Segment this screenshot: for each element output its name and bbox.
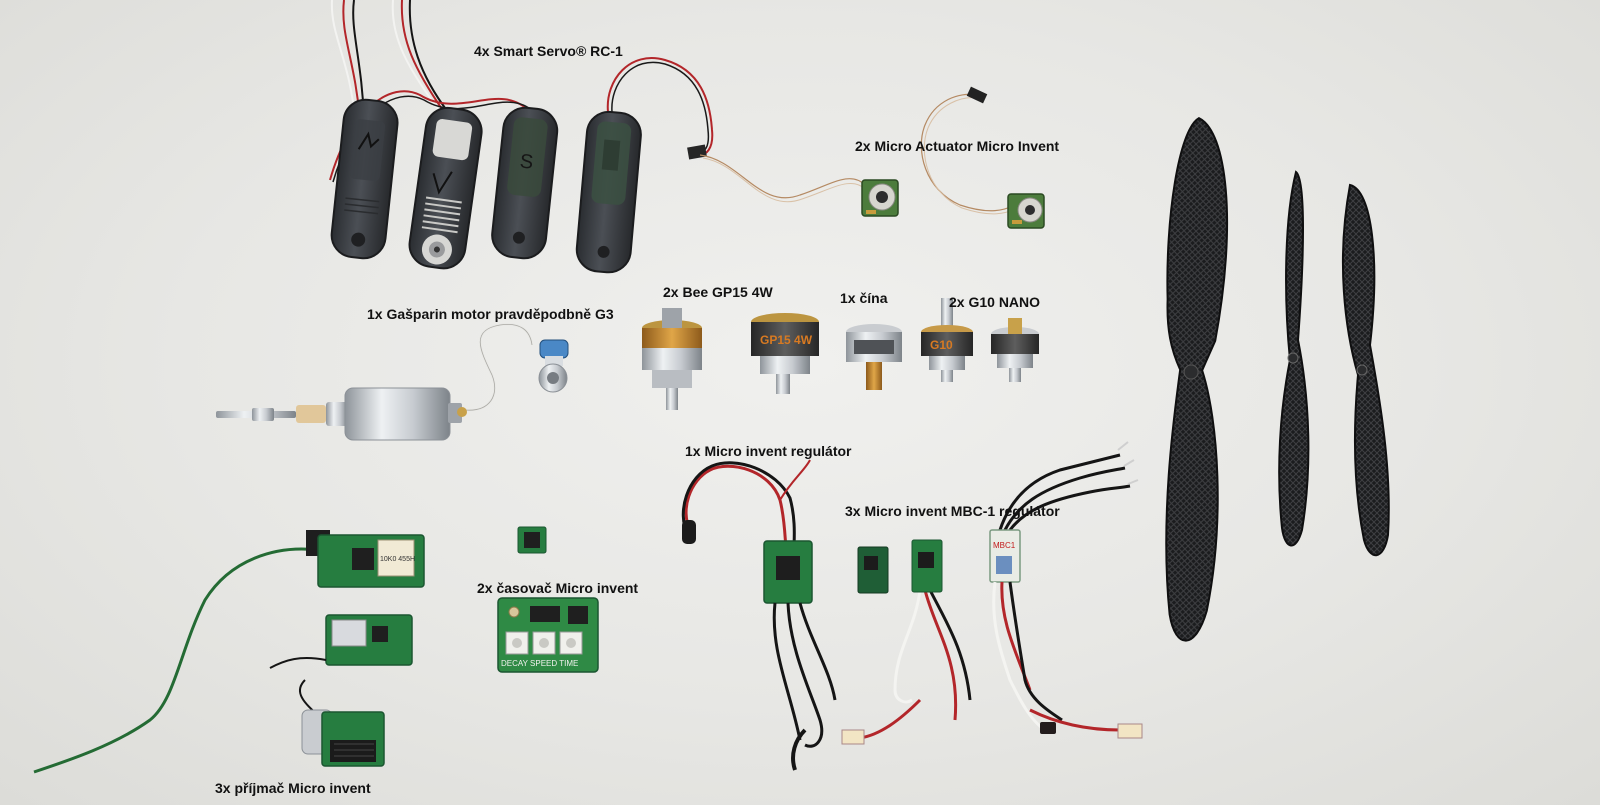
label-bee-motors: 2x Bee GP15 4W [663, 284, 773, 300]
receiver-group: 10K0 455H [33, 530, 425, 774]
china-motor [846, 324, 902, 390]
label-receivers: 3x příjmač Micro invent [215, 780, 371, 796]
micro-regulator [681, 459, 837, 771]
receiver-1: 10K0 455H [306, 530, 425, 588]
actuator-connector [966, 86, 988, 104]
actuator-1 [861, 179, 899, 217]
label-actuators: 2x Micro Actuator Micro Invent [855, 138, 1060, 154]
servo-wire-white-1 [330, 0, 356, 121]
label-china-motor: 1x čína [840, 290, 888, 306]
label-micro-regulator: 1x Micro invent regulátor [685, 443, 852, 459]
gasparin-can [344, 387, 451, 441]
regulator-motor-wires [772, 602, 802, 741]
servo-wire-white-2 [391, 0, 441, 113]
propeller-small [1341, 183, 1390, 557]
servo-2 [408, 106, 483, 270]
timer-group: DECAY SPEED TIME [497, 526, 599, 673]
g10-motor-marking: G10 [930, 338, 953, 352]
bee-motor-marking: GP15 4W [760, 333, 813, 347]
actuator-wire-2b [923, 97, 1018, 215]
gasparin-motor [216, 323, 534, 441]
receiver-2 [269, 614, 413, 669]
servo-wire-red-2 [400, 0, 445, 113]
mbc-regulator-group: MBC1 [841, 441, 1143, 745]
regulator-input-wire-red [684, 464, 788, 549]
servo-wire-black-2 [408, 0, 449, 113]
actuator-wire-1 [699, 154, 866, 199]
bee-motor-2: GP15 4W [751, 313, 819, 394]
timer-board: DECAY SPEED TIME [497, 597, 599, 673]
actuator-wire-2 [920, 93, 1016, 212]
g10-motor-2 [991, 318, 1039, 382]
bee-motor-1 [642, 308, 702, 410]
label-mbc-regulators: 3x Micro invent MBC-1 regulátor [845, 503, 1060, 519]
svg-text:S: S [519, 150, 535, 173]
label-servos: 4x Smart Servo® RC-1 [474, 43, 623, 59]
servo-4 [575, 110, 642, 274]
receiver-3 [298, 679, 385, 767]
propeller-large [1165, 117, 1229, 642]
mbc-connector-3 [1040, 722, 1056, 734]
g10-motor-1: G10 [921, 298, 973, 382]
receiver-crystal-marking: 10K0 455H [380, 556, 415, 563]
label-g10-motors: 2x G10 NANO [949, 294, 1041, 310]
servo-group: S [329, 0, 714, 274]
mbc-connector-3b [1117, 723, 1143, 739]
timer-board-marking: DECAY SPEED TIME [501, 659, 578, 668]
servo-wire-twist-4b [611, 61, 710, 153]
receiver-antenna [33, 547, 319, 774]
gasparin-wire [464, 323, 534, 412]
timer-chip [517, 526, 547, 554]
label-timers: 2x časovač Micro invent [477, 580, 639, 596]
mbc-connector-1 [841, 729, 865, 745]
blue-pulley [538, 339, 569, 393]
actuator-2 [1007, 193, 1045, 229]
servo-connector [687, 144, 707, 160]
servo-wire-twist-4 [606, 57, 714, 156]
label-gasparin-motor: 1x Gašparin motor pravděpodbně G3 [367, 306, 614, 322]
actuator-wire-1b [702, 157, 867, 203]
actuator-group [699, 86, 1045, 229]
regulator-input-wire-black [681, 461, 796, 549]
servo-1 [330, 98, 399, 260]
servo-3: S [491, 106, 559, 260]
propeller-medium [1278, 170, 1310, 547]
mbc-board-marking: MBC1 [993, 541, 1016, 550]
